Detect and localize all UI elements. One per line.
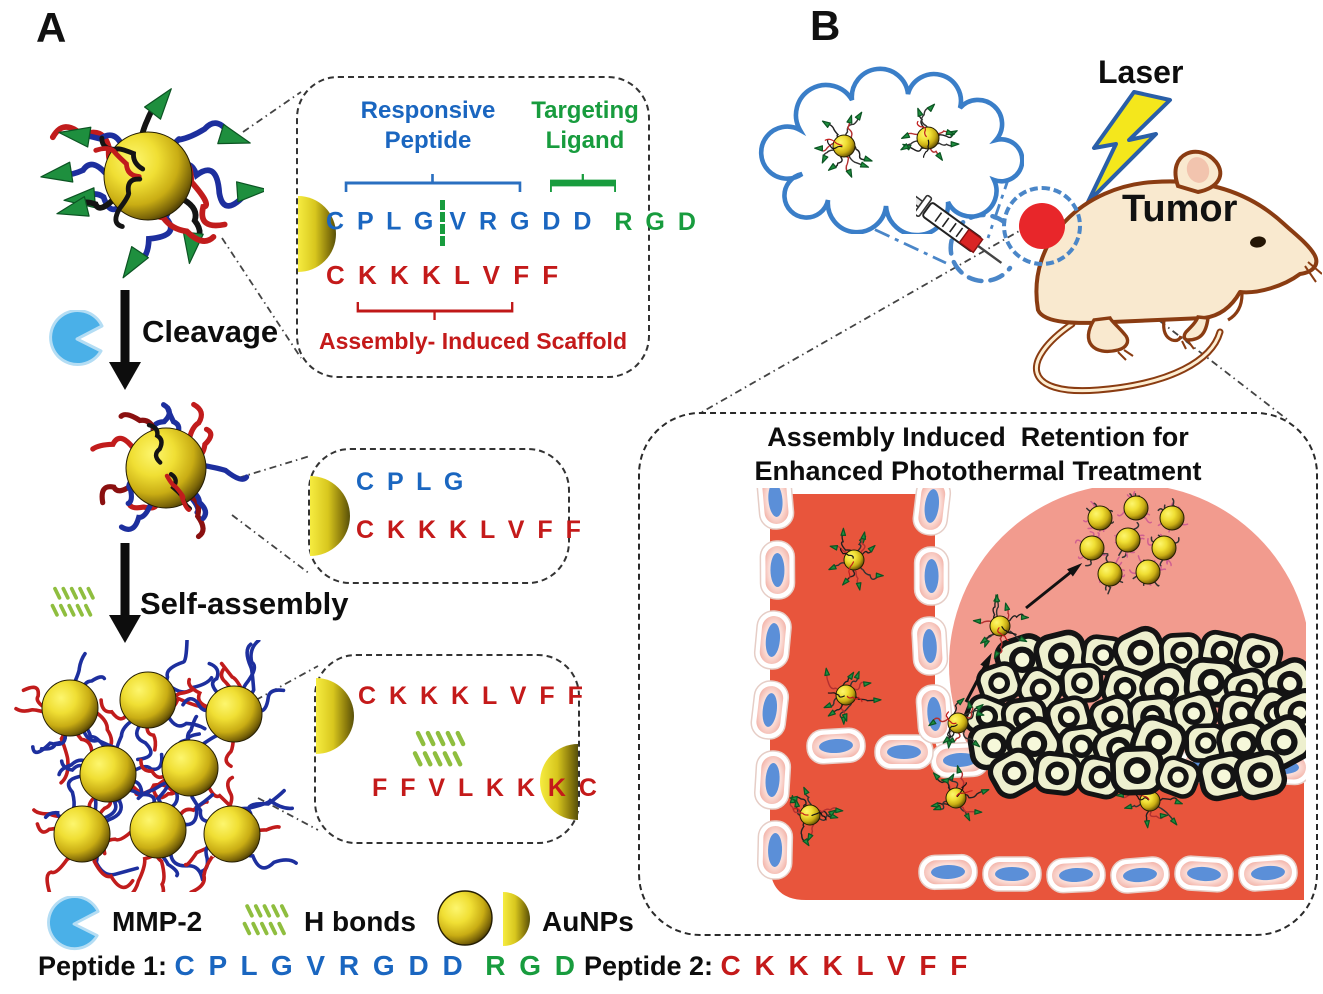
aunp-half-icon	[298, 196, 336, 272]
mouse-illustration	[1032, 149, 1322, 395]
aunp-icon	[437, 890, 493, 946]
cleavage-site-divider	[440, 200, 446, 246]
assembly-interface-callout: C K K K L V F F F F V L K K K C	[314, 654, 597, 844]
cloud-illustration	[758, 66, 1024, 234]
inset-title-line2: Enhanced Photothermal Treatment	[754, 456, 1202, 486]
scaffold-bracket	[356, 302, 514, 320]
peptide1-key: Peptide 1: C P L G V R G D D R G D	[38, 950, 578, 982]
targeting-ligand-label: Targeting Ligand	[531, 97, 639, 154]
seq-vrgdd: V R G D D	[449, 207, 595, 236]
aunp-half-icon	[503, 892, 530, 946]
seq-cplg: C P L G	[356, 468, 467, 496]
seq-ckkklvff: C K K K L V F F	[326, 260, 562, 290]
cloud-magnifier-lines	[845, 173, 1012, 265]
responsive-peptide-label: Responsive Peptide	[360, 97, 496, 154]
panel-a-label: A	[36, 4, 67, 51]
seq-cplg: C P L G	[326, 207, 437, 236]
laser-bolt-icon	[1086, 90, 1172, 204]
tumor-dot	[1019, 203, 1065, 249]
mmp2-legend-label: MMP-2	[112, 906, 203, 937]
cleaved-peptide-callout: C P L G C K K K L V F F	[308, 448, 581, 584]
seq-ckkklvff: C K K K L V F F	[358, 682, 586, 710]
peptide1-label: Peptide 1:	[38, 951, 168, 981]
peptide1-seq-blue: C P L G V R G D D	[174, 950, 466, 981]
responsive-peptide-bracket	[344, 174, 522, 192]
panel-b-label: B	[810, 2, 841, 49]
seq-ckkklvff: C K K K L V F F	[356, 516, 584, 544]
mmp2-enzyme-icon	[49, 310, 104, 367]
inset-title-line1: Assembly Induced Retention for	[767, 422, 1189, 452]
peptide1-seq-green: R G D	[485, 950, 578, 981]
mouse-eye	[1250, 236, 1266, 248]
tumor-site-marker	[1002, 186, 1082, 266]
h-bonds-icon	[412, 730, 466, 767]
targeting-ligand-bracket	[550, 174, 616, 192]
aunp-half-icon	[540, 744, 578, 820]
self-assembly-label: Self-assembly	[140, 586, 349, 621]
down-arrow-icon	[109, 543, 141, 643]
seq-ffvlkkkc: F F V L K K K C	[372, 774, 600, 802]
scaffold-label: Assembly- Induced Scaffold	[318, 328, 627, 354]
cleaved-aunp-illustration	[90, 401, 250, 540]
cleavage-label: Cleavage	[142, 314, 279, 349]
peptide2-label: Peptide 2:	[584, 951, 714, 981]
syringe-icon	[916, 192, 1003, 264]
hbonds-legend-label: H bonds	[304, 906, 416, 937]
tumor-label: Tumor	[1122, 188, 1238, 230]
mouse-ear	[1186, 157, 1210, 183]
aunp-half-icon	[310, 476, 350, 556]
h-bonds-icon	[242, 904, 289, 936]
mmp2-enzyme-icon	[47, 896, 100, 951]
seq-rgd: R G D	[614, 207, 699, 236]
peptide-design-callout: Responsive Peptide Targeting Ligand C P …	[296, 76, 696, 378]
assembled-aunp-cluster-illustration	[14, 640, 298, 892]
peptide2-seq-red: C K K K L V F F	[720, 950, 971, 981]
h-bonds-icon	[50, 586, 95, 617]
tumor-vasculature-illustration	[750, 488, 1306, 900]
peptide2-key: Peptide 2: C K K K L V F F	[584, 950, 970, 982]
laser-label: Laser	[1098, 54, 1184, 90]
functionalized-aunp-illustration	[40, 88, 264, 279]
aunp-half-icon	[316, 678, 354, 754]
down-arrow-icon	[109, 290, 141, 390]
aunps-legend-label: AuNPs	[542, 906, 634, 937]
